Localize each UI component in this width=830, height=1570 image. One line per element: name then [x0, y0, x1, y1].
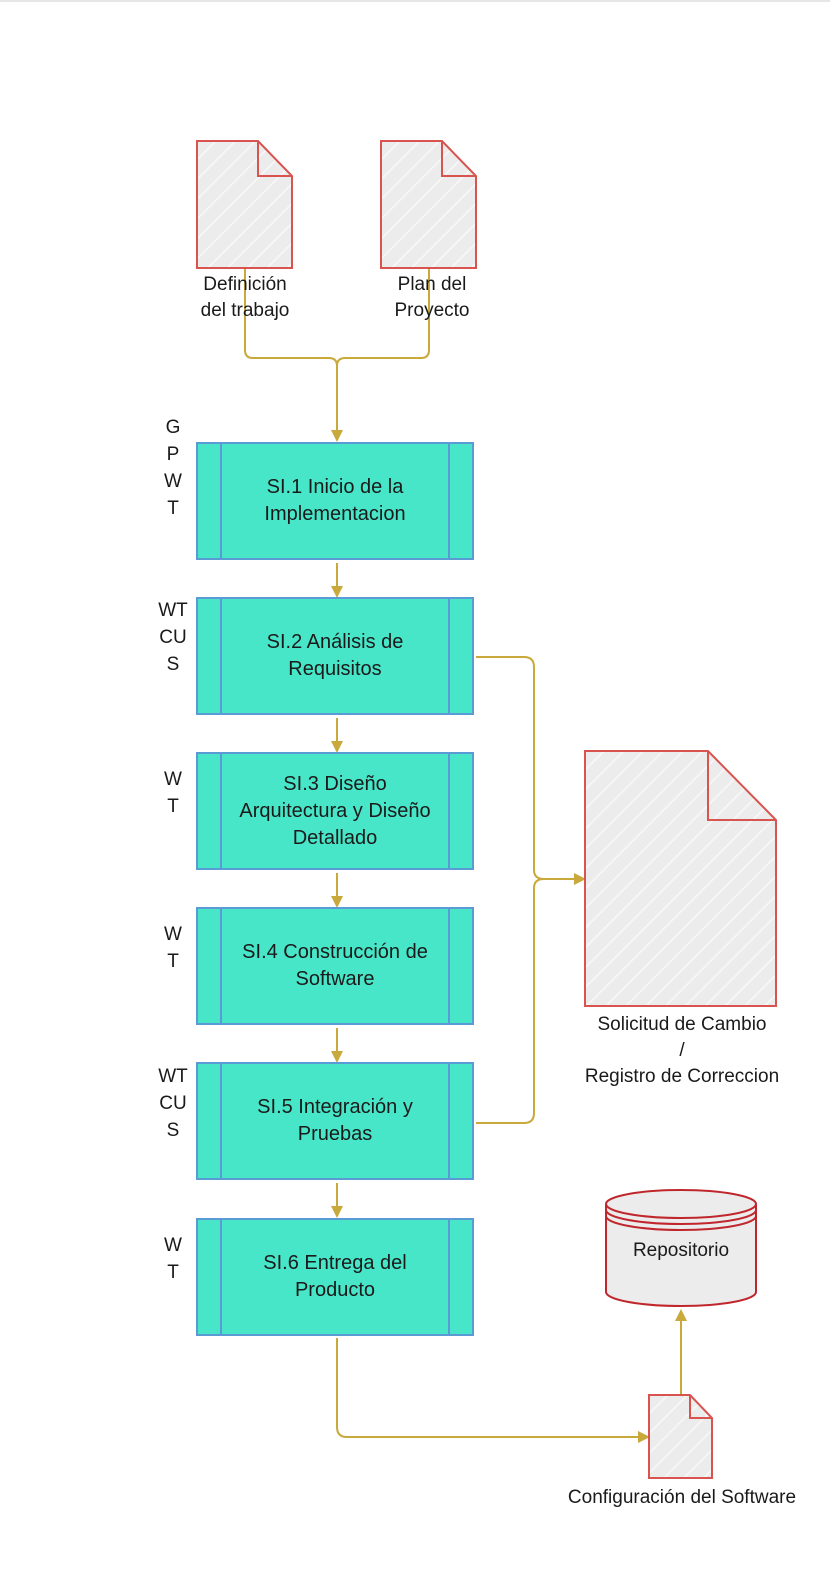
top-border [0, 0, 830, 2]
document-icon [196, 140, 293, 269]
input-plan-label: Plan del Proyecto [394, 274, 470, 321]
database-icon [605, 1189, 757, 1307]
process-step-6[interactable]: SI.6 Entrega del Producto [196, 1218, 474, 1336]
process-step-3[interactable]: SI.3 Diseño Arquitectura y Diseño Detall… [196, 752, 474, 870]
process-step-5[interactable]: SI.5 Integración y Pruebas [196, 1062, 474, 1180]
step-3-roles: W T [164, 769, 182, 817]
connector-input-2 [336, 268, 430, 367]
process-step-1-title: SI.1 Inicio de la Implementacion [264, 476, 406, 525]
step-2-roles: WT CU S [158, 600, 188, 675]
software-config-label: Configuración del Software [567, 1487, 797, 1508]
process-step-4-title: SI.4 Construcción de Software [242, 941, 428, 990]
step-4-roles: W T [164, 924, 182, 972]
connector-si5-change [476, 878, 545, 1124]
connector-si6-config [336, 1338, 650, 1443]
document-icon [584, 750, 777, 1007]
document-icon [380, 140, 477, 269]
process-step-3-title: SI.3 Diseño Arquitectura y Diseño Detall… [239, 772, 431, 849]
step-5-roles: WT CU S [158, 1066, 188, 1141]
change-request-label: Solicitud de Cambio / Registro de Correc… [584, 1014, 780, 1087]
process-step-2-title: SI.2 Análisis de Requisitos [266, 631, 404, 680]
process-step-6-title: SI.6 Entrega del Producto [263, 1252, 407, 1301]
process-step-5-title: SI.5 Integración y Pruebas [257, 1096, 413, 1145]
step-1-roles: G P W T [164, 417, 182, 519]
process-step-2[interactable]: SI.2 Análisis de Requisitos [196, 597, 474, 715]
document-icon [648, 1394, 713, 1479]
input-definicion-label: Definición del trabajo [200, 274, 290, 321]
repository-label: Repositorio [632, 1240, 730, 1261]
connector-si2-change [476, 656, 545, 880]
process-step-4[interactable]: SI.4 Construcción de Software [196, 907, 474, 1025]
process-step-1[interactable]: SI.1 Inicio de la Implementacion [196, 442, 474, 560]
connector-input-1 [244, 268, 338, 367]
step-6-roles: W T [164, 1235, 182, 1283]
